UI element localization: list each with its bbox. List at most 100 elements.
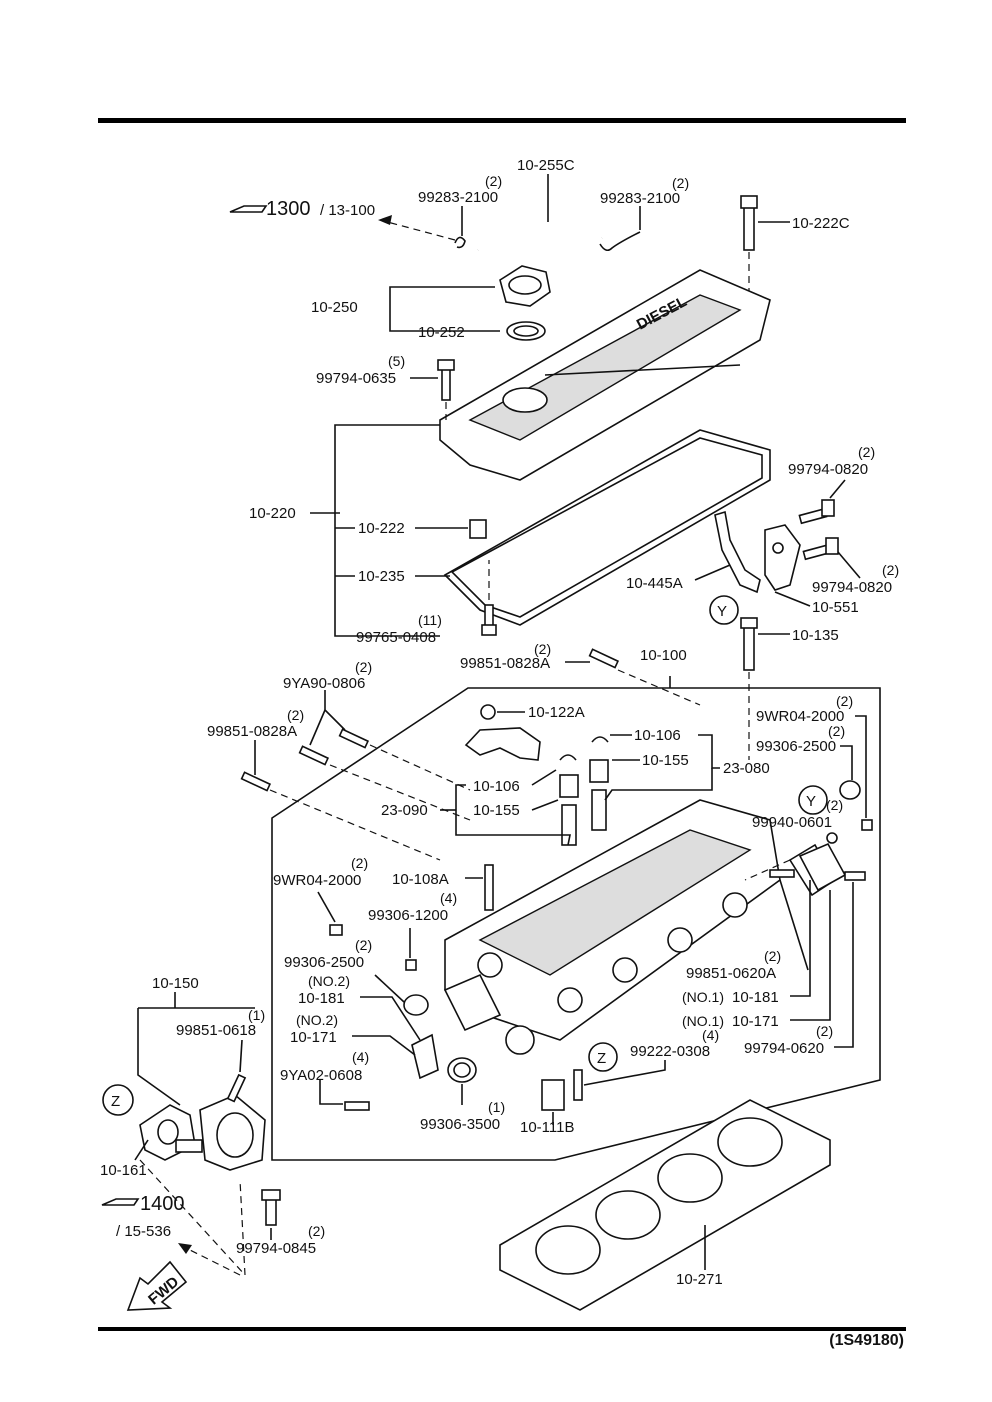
marker-Z-mid (588, 1042, 618, 1072)
cam-bore-1 (477, 952, 503, 978)
label-10-445A: 10-445A (626, 575, 683, 592)
label-10-171-l: 10-171 (290, 1029, 337, 1046)
bolt-9YA02-0608 (344, 1101, 370, 1111)
qty-99306-2500-l: (2) (355, 937, 372, 953)
leader-99851-0620A (779, 879, 809, 971)
dash-stud-b (329, 764, 471, 821)
seal-10-155-l (559, 774, 579, 798)
seal-99306-3500 (447, 1057, 477, 1083)
qty-99765-0408: (11) (418, 612, 442, 628)
label-ref-1400: 1400 (140, 1193, 185, 1215)
fwd-arrow (126, 1260, 188, 1311)
ref-hand-icon-1400 (101, 1198, 140, 1206)
label-10-252: 10-252 (418, 324, 465, 341)
label-99851-0828A-top: 99851-0828A (460, 655, 550, 672)
guide-r (591, 789, 607, 831)
qty-99851-0828A-top: (2) (534, 641, 551, 657)
stud-99851-0620A (769, 869, 795, 878)
qty-99794-0820-b: (2) (882, 562, 899, 578)
footer-code: (1S49180) (829, 1332, 904, 1349)
label-10-122A: 10-122A (528, 704, 585, 721)
qty-9WR04-2000-r: (2) (836, 693, 853, 709)
label-ref-13-100: / 13-100 (320, 202, 375, 219)
water-outlet-port (216, 1112, 254, 1158)
cap-nut-10-122A (480, 704, 496, 720)
label-10-155-l: 10-155 (473, 802, 520, 819)
leader-10-155-l (531, 799, 559, 811)
oil-cap-gasket-inner (513, 325, 539, 337)
stud-9YA90-0806-b (298, 745, 330, 766)
label-99306-1200: 99306-1200 (368, 907, 448, 924)
label-10-235: 10-235 (358, 568, 405, 585)
bolt-head-99794-0845 (261, 1189, 281, 1201)
label-10-150: 10-150 (152, 975, 199, 992)
cam-bore-2 (557, 987, 583, 1013)
label-10-271: 10-271 (676, 1271, 723, 1288)
ref-hand-icon-1300 (229, 205, 268, 213)
clip-10-106-r (591, 736, 609, 743)
leader-10-551 (774, 591, 811, 607)
bolt-head-99794-0820-a (821, 499, 835, 517)
label-10-100: 10-100 (640, 647, 687, 664)
stud-9YA90-0806-a (338, 728, 370, 749)
qty-99794-0820-a: (2) (858, 444, 875, 460)
leader-9YA90-a (324, 690, 346, 731)
label-99306-3500: 99306-3500 (420, 1116, 500, 1133)
cam-bore-3 (612, 957, 638, 983)
plug-9WR04-2000-l (329, 924, 343, 936)
label-10-181-l: 10-181 (298, 990, 345, 1007)
bolt-99794-0635 (441, 367, 451, 401)
label-10-106-l: 10-106 (473, 778, 520, 795)
bolt-10-135 (743, 624, 755, 671)
dash-right-cover (744, 859, 791, 881)
ref-arrow-1300 (379, 219, 456, 241)
bracket-10-445A (714, 510, 761, 594)
leader-10-445A (694, 564, 731, 581)
qty-99306-1200: (4) (440, 890, 457, 906)
leader-10-250 (389, 286, 500, 332)
dash-outlet-b (239, 1179, 246, 1276)
label-99794-0820-b: 99794-0820 (812, 579, 892, 596)
label-99283-2100-b: 99283-2100 (600, 190, 680, 207)
marker-Y-right (798, 785, 828, 815)
stud-99851-0828A-left (240, 771, 272, 792)
seal-10-155-r (589, 759, 609, 783)
leader-23-080-bottom (604, 768, 713, 801)
label-9WR04-2000-l: 9WR04-2000 (273, 872, 361, 889)
label-10-111B: 10-111B (520, 1119, 575, 1136)
camshaft-cap (464, 727, 541, 761)
leader-10-161 (134, 1139, 149, 1161)
bolt-99794-0620 (844, 871, 866, 881)
seal-99306-2500-r (839, 780, 861, 800)
cam-bore-5 (722, 892, 748, 918)
label-99851-0620A: 99851-0620A (686, 965, 776, 982)
qty-9YA90-0806: (2) (355, 659, 372, 675)
qty-99851-0828A-left: (2) (287, 707, 304, 723)
label-10-222C: 10-222C (792, 215, 850, 232)
qty-99306-2500-r: (2) (828, 723, 845, 739)
label-10-108A: 10-108A (392, 871, 449, 888)
dash-outlet-a (139, 1159, 246, 1276)
label-no2-b: (NO.2) (296, 1012, 338, 1028)
qty-99222-0308: (4) (702, 1027, 719, 1043)
bolt-head-99765-0408 (481, 624, 497, 636)
label-no1-a: (NO.1) (682, 989, 724, 1005)
label-99794-0845: 99794-0845 (236, 1240, 316, 1257)
qty-99283-2100-a: (2) (485, 173, 502, 189)
cam-bore-4 (667, 927, 693, 953)
ref-arrowhead-1400 (178, 1243, 192, 1254)
qty-9WR04-2000-l: (2) (351, 855, 368, 871)
label-10-551: 10-551 (812, 599, 859, 616)
label-9WR04-2000-r: 9WR04-2000 (756, 708, 844, 725)
gasket-outline-top (544, 364, 741, 376)
oil-filler-port (502, 387, 548, 413)
label-9YA02-0608: 9YA02-0608 (280, 1067, 362, 1084)
label-99283-2100-a: 99283-2100 (418, 189, 498, 206)
label-no2-a: (NO.2) (308, 973, 350, 989)
label-10-250: 10-250 (311, 299, 358, 316)
marker-Z-mid-label: Z (597, 1050, 606, 1067)
bolt-head-99794-0820-b (825, 537, 839, 555)
part-10-111B (541, 1079, 565, 1111)
gasket-10-161-hole (157, 1119, 179, 1145)
label-10-255C: 10-255C (517, 157, 575, 174)
